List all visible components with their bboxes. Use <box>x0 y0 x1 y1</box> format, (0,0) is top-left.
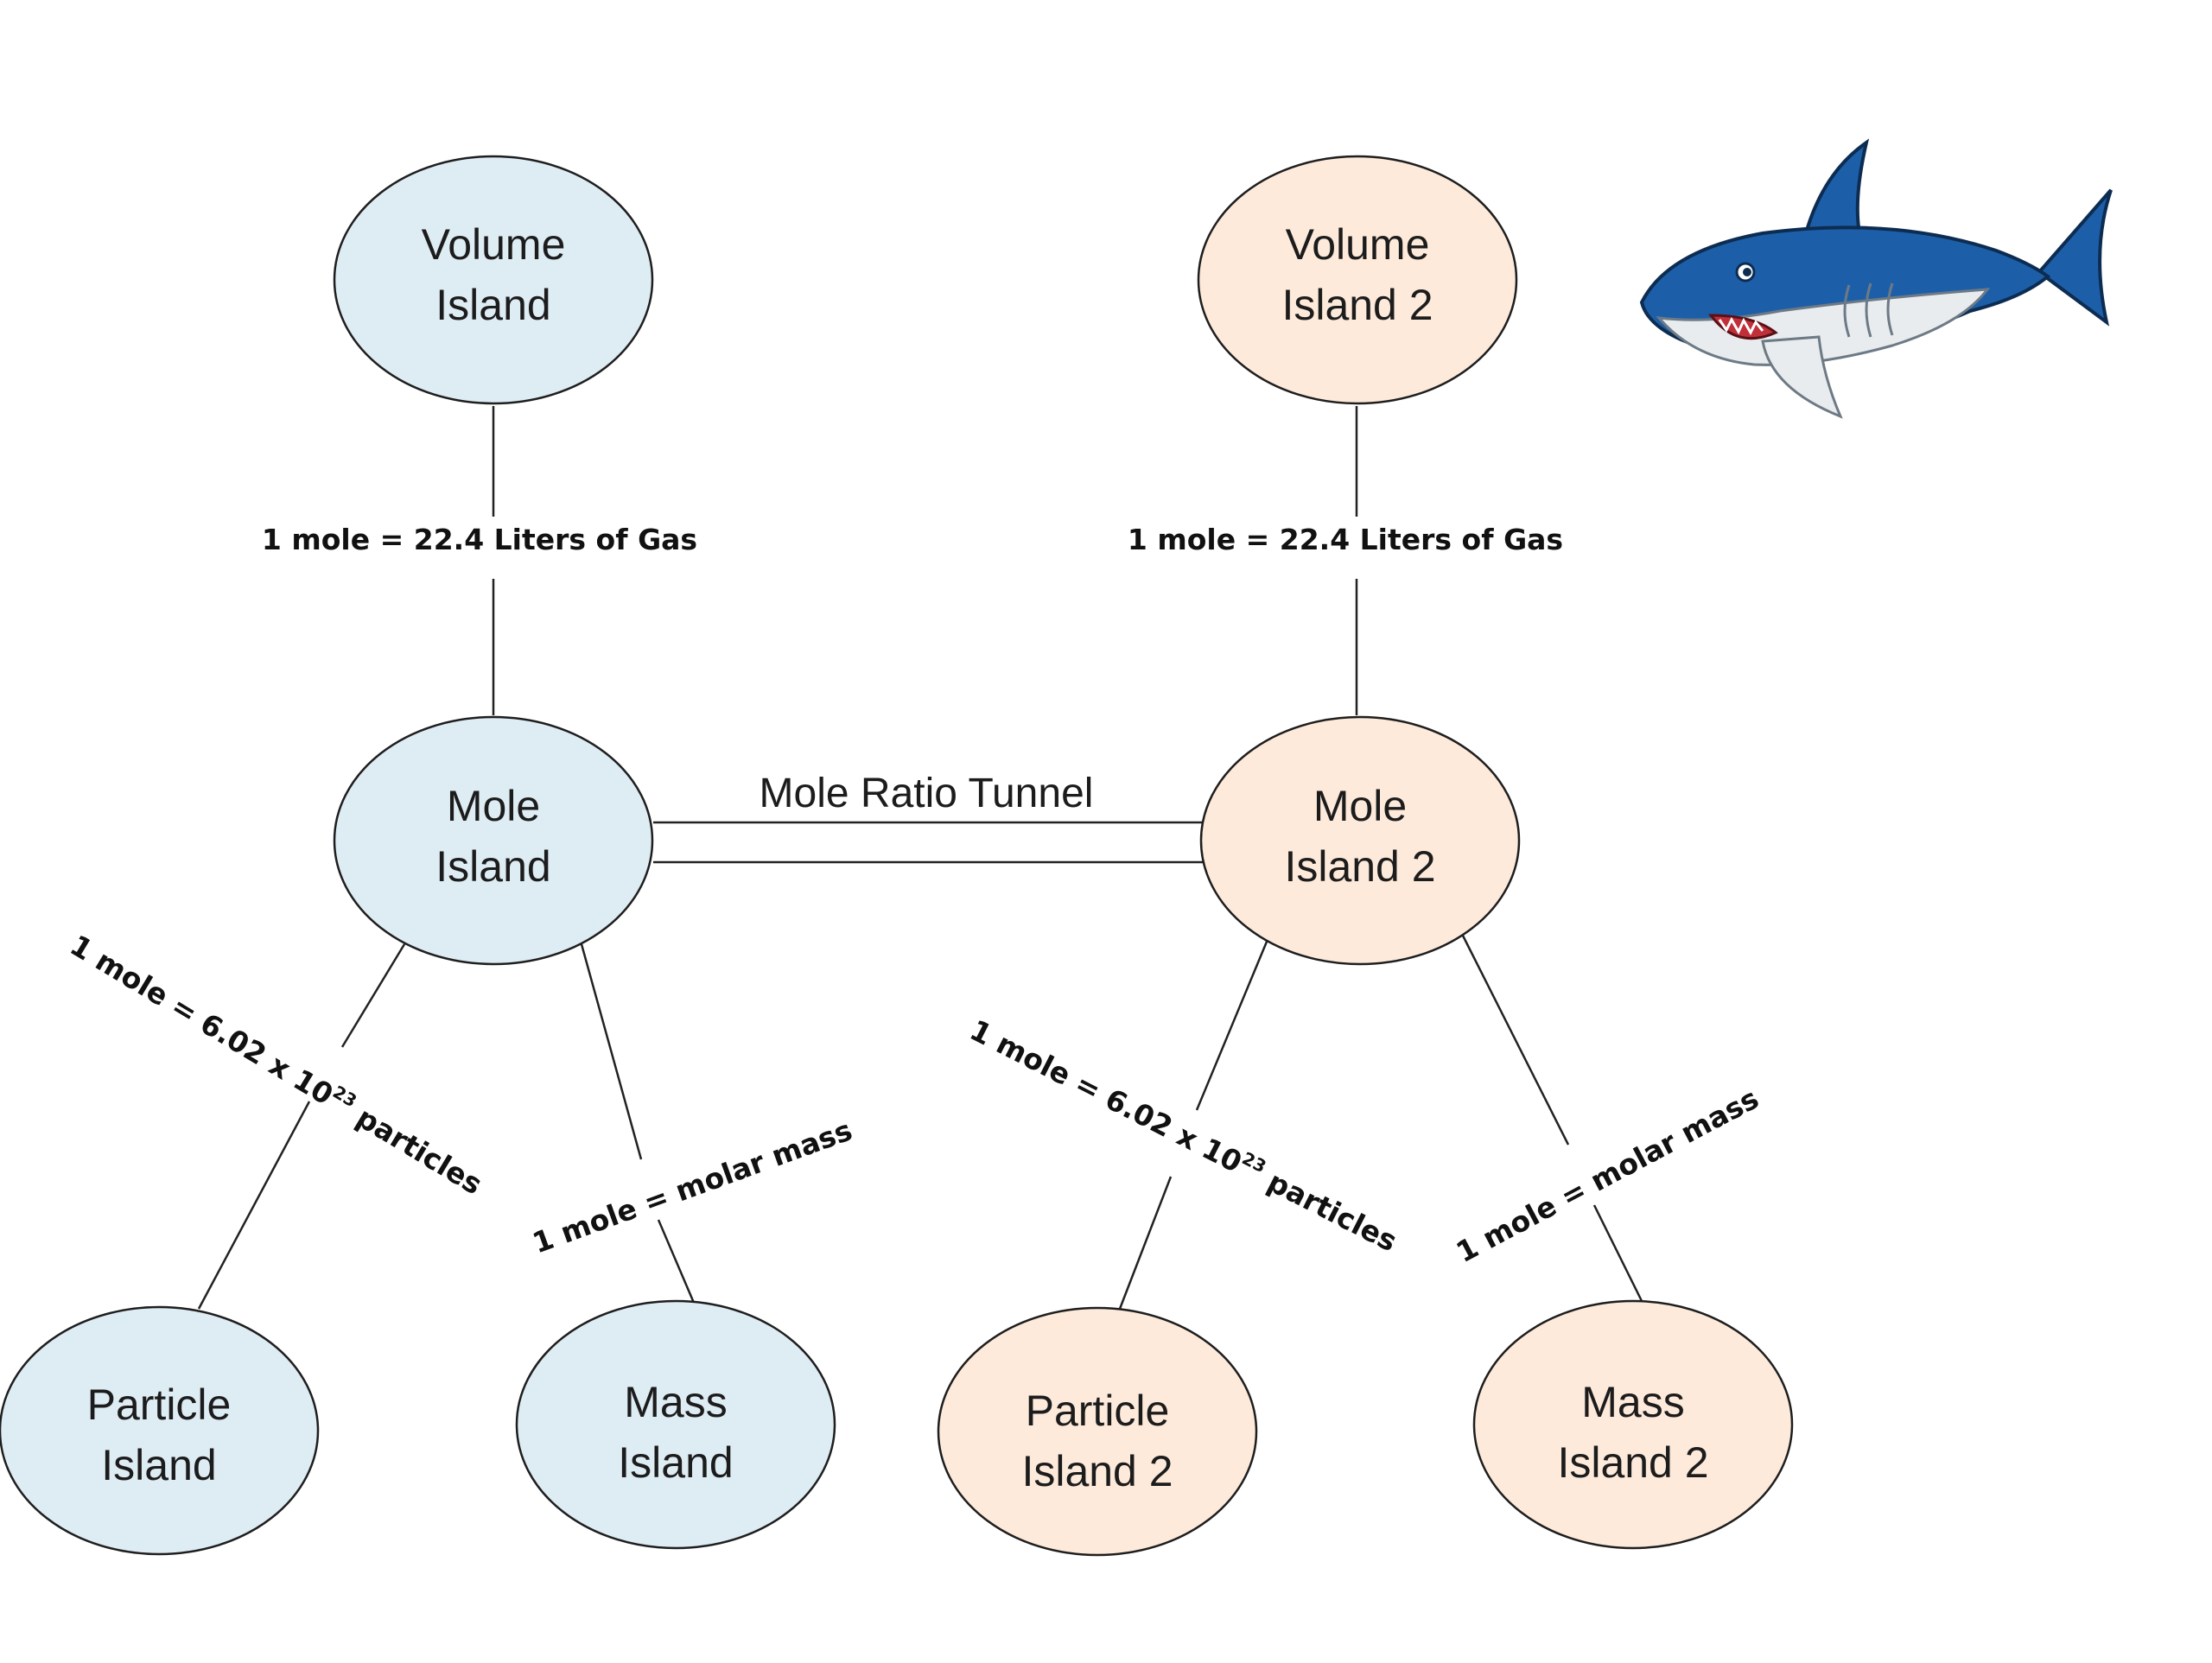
shark-icon <box>1639 138 2113 419</box>
mole-island-2-shape <box>1199 715 1521 966</box>
shark-pectoral-fin <box>1761 335 1843 419</box>
mass-island-2-label-line2: Island 2 <box>1557 1438 1708 1487</box>
particle-link-label-group: 1 mole = 6.02 x 1023 particles <box>64 927 489 1202</box>
connector-mass2-bottom <box>1592 1204 1644 1304</box>
shark-gills <box>1843 282 1894 338</box>
volume-island: Volume Island <box>333 155 654 405</box>
connector-particle-top <box>340 943 406 1048</box>
mass-2-link-label-group: 1 mole = molar mass <box>1451 1082 1764 1270</box>
shark-belly <box>1656 288 1991 366</box>
mass-island-label-line2: Island <box>618 1438 733 1487</box>
mass-island-shape <box>515 1299 836 1550</box>
volume-2-link-label: 1 mole = 22.4 Liters of Gas <box>1128 523 1563 556</box>
mass-island-2: Mass Island 2 <box>1472 1299 1794 1550</box>
volume-island-label-line2: Island <box>435 281 550 329</box>
mole-island-2-label-line1: Mole <box>1313 782 1407 830</box>
particle-link-label: 1 mole = 6.02 x 1023 particles <box>64 927 489 1202</box>
shark-pupil <box>1743 268 1751 276</box>
particle-island-label-line2: Island <box>101 1441 216 1489</box>
mole-island-label-line2: Island <box>435 842 550 891</box>
volume-island-2-label-line1: Volume <box>1286 220 1430 269</box>
particle-2-link-label-group: 1 mole = 6.02 x 1023 particles <box>964 1012 1403 1259</box>
mole-island-2-label-line2: Island 2 <box>1284 842 1435 891</box>
mole-island: Mole Island <box>333 715 654 966</box>
particle-island-shape <box>0 1305 320 1556</box>
volume-island-2-shape <box>1197 155 1518 405</box>
mass-island-2-shape <box>1472 1299 1794 1550</box>
connector-mass2-top <box>1461 935 1570 1146</box>
mass-island-2-label-line1: Mass <box>1581 1378 1684 1426</box>
mass-2-link-label: 1 mole = molar mass <box>1451 1082 1764 1270</box>
particle-island-label-line1: Particle <box>87 1381 232 1429</box>
volume-island-shape <box>333 155 654 405</box>
mole-ratio-tunnel-label: Mole Ratio Tunnel <box>760 771 1094 816</box>
particle-island-2: Particle Island 2 <box>937 1306 1258 1557</box>
particle-island-2-label-line1: Particle <box>1026 1387 1170 1435</box>
particle-island: Particle Island <box>0 1305 320 1556</box>
volume-link-label: 1 mole = 22.4 Liters of Gas <box>262 523 697 556</box>
shark-teeth <box>1718 316 1764 336</box>
connector-particle2-bottom <box>1118 1176 1173 1310</box>
mass-link-label: 1 mole = molar mass <box>528 1113 856 1260</box>
mass-island: Mass Island <box>515 1299 836 1550</box>
particle-2-link-label: 1 mole = 6.02 x 1023 particles <box>964 1012 1403 1259</box>
particle-island-2-shape <box>937 1306 1258 1557</box>
connector-mass-top <box>580 943 643 1160</box>
mole-island-shape <box>333 715 654 966</box>
volume-island-label-line1: Volume <box>422 220 566 269</box>
connector-particle2-top <box>1195 941 1268 1111</box>
volume-island-2-label-line2: Island 2 <box>1281 281 1433 329</box>
volume-island-2: Volume Island 2 <box>1197 155 1518 405</box>
mole-island-label-line1: Mole <box>447 782 540 830</box>
particle-island-2-label-line2: Island 2 <box>1021 1447 1173 1495</box>
mole-island-2: Mole Island 2 <box>1199 715 1521 966</box>
shark-tail <box>2037 188 2113 327</box>
mass-island-label-line1: Mass <box>624 1378 727 1426</box>
connector-particle-bottom <box>197 1101 311 1310</box>
connectors <box>197 406 1644 1310</box>
mass-link-label-group: 1 mole = molar mass <box>528 1113 856 1260</box>
connector-mass-bottom <box>657 1219 696 1304</box>
shark-dorsal-fin <box>1803 138 1870 235</box>
